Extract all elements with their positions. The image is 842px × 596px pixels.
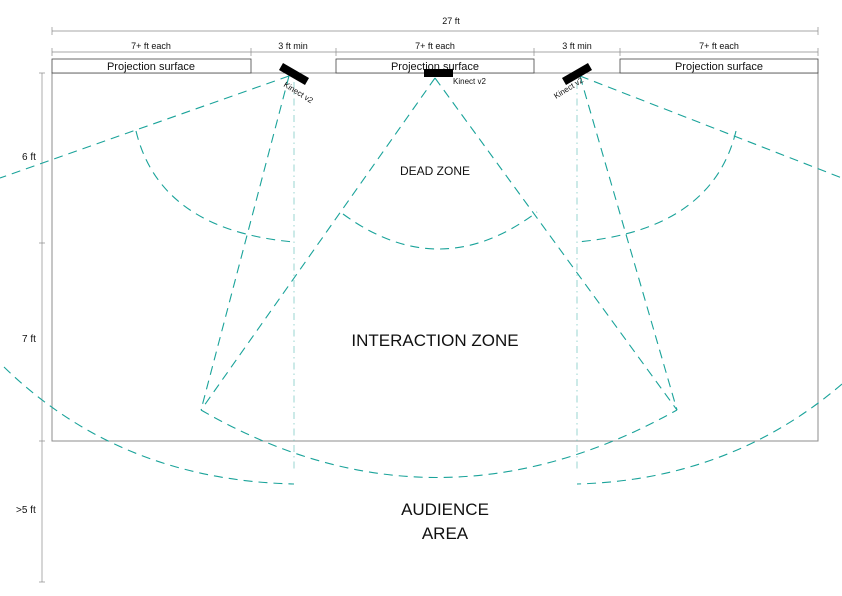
- projection-surface-1: Projection surface: [51, 58, 252, 74]
- projection-surface-2-label: Projection surface: [391, 61, 479, 73]
- depth-label-audience: >5 ft: [16, 505, 36, 516]
- projection-surface-1-label: Projection surface: [107, 61, 195, 73]
- right-sensor-field: [576, 75, 842, 485]
- segment-label-4: 3 ft min: [562, 41, 592, 51]
- kinect-center-icon: [424, 69, 453, 77]
- total-width-label: 27 ft: [442, 16, 460, 26]
- projection-surface-3: Projection surface: [619, 58, 819, 74]
- segment-dimensions: 7+ ft each 3 ft min 7+ ft each 3 ft min …: [51, 41, 819, 56]
- kinect-sensor-left: Kinect v2: [279, 63, 315, 105]
- depth-label-interaction: 7 ft: [22, 334, 36, 345]
- projection-surface-3-label: Projection surface: [675, 61, 763, 73]
- depth-label-dead: 6 ft: [22, 152, 36, 163]
- projection-surface-2: Projection surface: [335, 58, 535, 74]
- interaction-zone-label: INTERACTION ZONE: [351, 331, 518, 350]
- depth-dimensions: 6 ft 7 ft >5 ft: [16, 72, 45, 583]
- kinect-right-icon: [562, 63, 592, 85]
- audience-area-label-line1: AUDIENCE: [401, 500, 489, 519]
- dead-zone-label: DEAD ZONE: [400, 164, 470, 178]
- left-sensor-field: [0, 75, 295, 485]
- center-sensor-field: [200, 77, 678, 478]
- kinect-left-icon: [279, 63, 309, 85]
- audience-area-label-line2: AREA: [422, 524, 469, 543]
- segment-label-5: 7+ ft each: [699, 41, 739, 51]
- kinect-center-label: Kinect v2: [453, 77, 486, 86]
- segment-label-3: 7+ ft each: [415, 41, 455, 51]
- segment-label-2: 3 ft min: [278, 41, 308, 51]
- total-width-dimension: 27 ft: [51, 16, 819, 35]
- kinect-sensor-center: Kinect v2: [424, 69, 486, 86]
- kinect-left-label: Kinect v2: [282, 80, 315, 105]
- segment-label-1: 7+ ft each: [131, 41, 171, 51]
- room-outline: [51, 72, 819, 442]
